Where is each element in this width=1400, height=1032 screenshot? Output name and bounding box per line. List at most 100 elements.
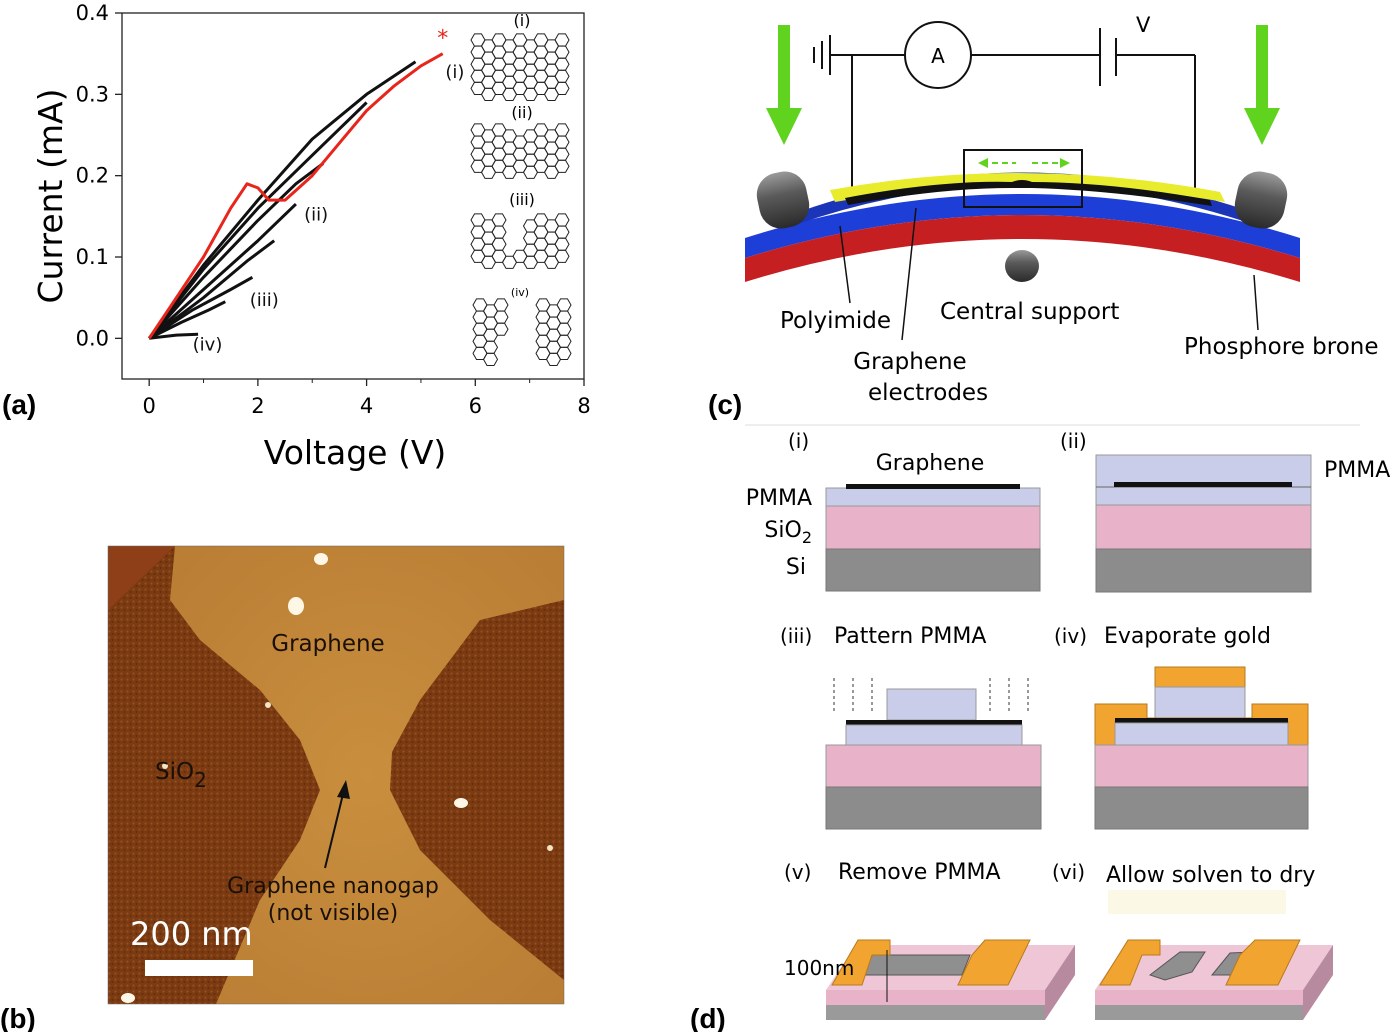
y-tick-label: 0.3 xyxy=(76,82,109,106)
panel-label-a: (a) xyxy=(2,389,36,420)
lattice-broken xyxy=(472,298,572,366)
series-line-7 xyxy=(149,332,199,340)
curve-annotation: (iv) xyxy=(193,335,223,356)
lattice-hex xyxy=(554,81,570,95)
lattice-label-i: (i) xyxy=(514,11,531,30)
pmma-layer xyxy=(845,724,1023,746)
afm-graphene-region xyxy=(170,546,564,1004)
lattice-hex xyxy=(556,346,572,360)
step-iii-label: (iii) xyxy=(780,624,812,648)
graphene-lattice-insets: (i) (ii) (iii) (iv) xyxy=(470,11,572,366)
afm-sio2-label: SiO2 xyxy=(155,759,207,792)
strain-arrows xyxy=(978,158,1070,168)
x-axis-label: Voltage (V) xyxy=(264,433,447,472)
lattice-constricted xyxy=(470,213,570,269)
sio2-label: SiO2 xyxy=(764,518,812,547)
lattice-hex xyxy=(554,249,570,263)
lattice-hex xyxy=(554,237,570,251)
y-tick-label: 0.0 xyxy=(76,326,109,350)
afm-particle xyxy=(265,702,271,708)
chart-frame xyxy=(121,12,585,380)
lattice-label-iii: (iii) xyxy=(509,190,535,209)
central-support-label: Central support xyxy=(940,299,1119,325)
central-support xyxy=(1005,250,1039,282)
graphene-electrodes xyxy=(845,180,1212,206)
graphene-electrodes-label-1: Graphene xyxy=(853,349,966,375)
lattice-hex xyxy=(554,57,570,71)
pattern-pmma-label: Pattern PMMA xyxy=(834,624,986,649)
y-axis-label: Current (mA) xyxy=(31,89,70,304)
graphene-layer xyxy=(1114,482,1292,487)
y-tick-label: 0.1 xyxy=(76,245,109,269)
curve-annotation: (iii) xyxy=(250,290,279,311)
pmma-top-label: PMMA xyxy=(1324,458,1390,483)
nanogap-box xyxy=(963,149,1083,208)
afm-image-panel: Graphene SiO2 Graphene nanogap (not visi… xyxy=(0,545,565,1032)
pmma-top-layer xyxy=(1095,454,1312,506)
pmma-pattern xyxy=(1154,686,1246,719)
si-layer xyxy=(1094,786,1309,830)
step-v-label: (v) xyxy=(784,860,811,884)
scale-bar-label: 200 nm xyxy=(130,915,253,953)
roller-left xyxy=(756,171,810,229)
series-line-2 xyxy=(148,162,324,340)
afm-particle xyxy=(454,798,468,808)
solvent-residue xyxy=(1108,890,1286,914)
pmma-pattern xyxy=(886,688,977,721)
panel-label-d: (d) xyxy=(690,1003,726,1032)
lattice-hex xyxy=(482,352,499,366)
series-line-8 xyxy=(147,52,444,340)
ammeter-label: A xyxy=(931,44,945,68)
pmma-layer xyxy=(1114,722,1289,746)
lattice-hex xyxy=(493,298,509,312)
series-line-4 xyxy=(148,239,276,340)
nanogap-arrow-head xyxy=(337,780,350,799)
roller-right xyxy=(1234,171,1288,229)
lattice-hex xyxy=(554,123,570,137)
leader-lines xyxy=(839,207,1259,341)
lattice-hex xyxy=(482,340,499,354)
y-tick-label: 0.4 xyxy=(76,1,109,25)
nanogap-label-line1: Graphene nanogap xyxy=(227,874,439,899)
curve-annotation: (ii) xyxy=(304,204,328,225)
afm-particle xyxy=(288,597,304,615)
lattice-label-ii: (ii) xyxy=(511,103,532,122)
graphene-layer xyxy=(846,484,1020,489)
step-iv-label: (iv) xyxy=(1054,624,1087,648)
voltage-label: V xyxy=(1136,13,1151,37)
sio2-layer xyxy=(825,744,1042,788)
afm-particle xyxy=(121,993,135,1003)
polyimide-label: Polyimide xyxy=(780,308,891,334)
nanogap-label-line2: (not visible) xyxy=(268,901,399,926)
si-label: Si xyxy=(786,555,806,580)
nanogap-arrow-line xyxy=(324,789,345,869)
polyimide-layer xyxy=(745,194,1300,258)
si-layer xyxy=(825,786,1042,830)
x-tick-label: 0 xyxy=(142,394,155,418)
step-vi-label: (vi) xyxy=(1052,860,1085,884)
lattice-hex xyxy=(554,147,570,161)
step-i-label: (i) xyxy=(788,429,809,453)
lattice-hex xyxy=(554,225,570,239)
chart-annotations: *(i)(ii)(iii)(iv) xyxy=(193,27,465,356)
afm-border xyxy=(107,545,565,1005)
graphene-layer xyxy=(1115,718,1288,723)
lattice-hex xyxy=(554,45,570,59)
sio2-layer xyxy=(825,505,1041,550)
allow-dry-label: Allow solven to dry xyxy=(1106,863,1315,888)
afm-graphene-label: Graphene xyxy=(271,631,384,657)
lattice-hex xyxy=(554,33,570,47)
y-tick-label: 0.2 xyxy=(76,164,109,188)
gap-label: 100nm xyxy=(784,956,854,980)
lattice-hex xyxy=(493,310,509,324)
circuit xyxy=(813,21,1196,195)
lattice-label-iv: (iv) xyxy=(511,286,529,299)
x-tick-label: 2 xyxy=(251,394,264,418)
lattice-hex xyxy=(493,322,509,336)
lattice-hex xyxy=(556,334,572,348)
lattice-hex xyxy=(554,213,570,227)
gold-top xyxy=(1154,666,1246,688)
